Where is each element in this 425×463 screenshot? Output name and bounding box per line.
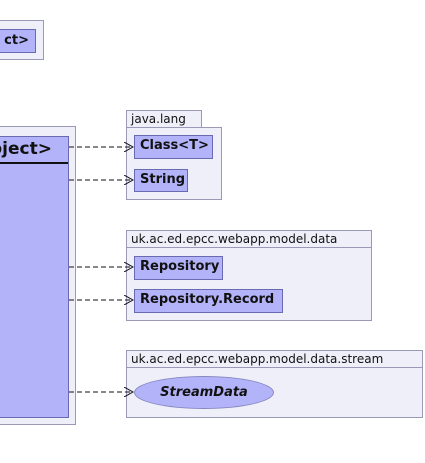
main-class-box[interactable] [0,136,69,418]
package-tab-java-lang: java.lang [126,110,202,128]
top-class-box[interactable]: ct> [0,29,36,53]
class-class-t-label: Class<T> [140,138,209,153]
interface-stream-data-label: StreamData [160,385,248,400]
class-repository-label: Repository [140,259,220,274]
package-name-java-lang: java.lang [131,112,186,126]
class-repository[interactable]: Repository [134,256,223,280]
class-string-label: String [140,172,186,187]
package-tab-model-data-stream: uk.ac.ed.epcc.webapp.model.data.stream [126,350,423,368]
top-class-label: ct> [4,33,29,48]
main-class-divider [0,162,68,164]
package-name-model-data: uk.ac.ed.epcc.webapp.model.data [131,232,338,246]
class-repository-record-label: Repository.Record [140,292,275,307]
class-repository-record[interactable]: Repository.Record [134,289,283,313]
package-name-model-data-stream: uk.ac.ed.epcc.webapp.model.data.stream [131,352,384,366]
package-tab-model-data: uk.ac.ed.epcc.webapp.model.data [126,230,372,248]
class-class-t[interactable]: Class<T> [134,135,213,159]
main-class-title: bject> [0,139,52,159]
interface-stream-data[interactable]: StreamData [134,376,274,409]
class-string[interactable]: String [134,169,188,192]
